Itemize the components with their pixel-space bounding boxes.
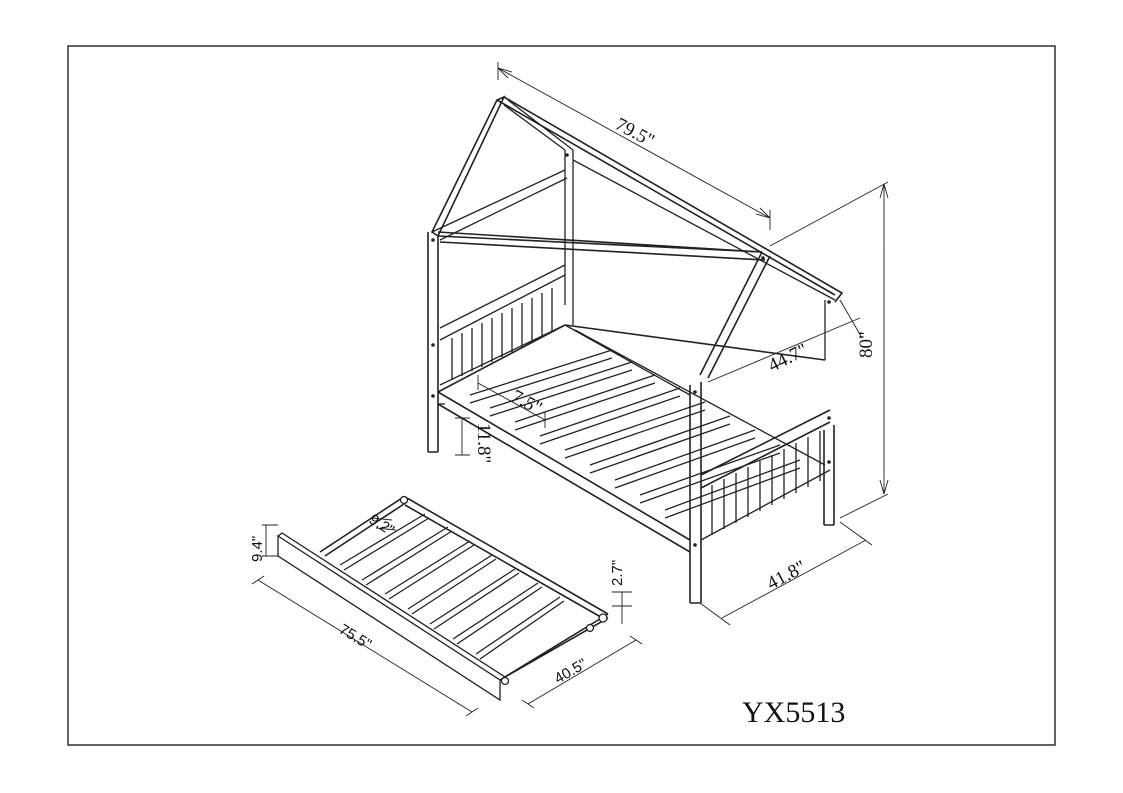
dim-length-label: 79.5"	[612, 114, 658, 152]
dim-leg-height-label: 11.8"	[473, 423, 494, 463]
footboard-slats	[711, 431, 821, 535]
dim-trundle-height-label: 9.4"	[249, 536, 266, 562]
dim-inner-width-label: 44.7"	[765, 340, 811, 377]
headboard-slats	[451, 288, 553, 380]
caster	[585, 623, 595, 633]
model-code: YX5513	[742, 696, 845, 729]
dim-height-label: 80"	[856, 331, 877, 358]
dim-trundle-slat-gap-label: 9.2"	[366, 511, 397, 539]
caster	[500, 676, 510, 686]
trundle-slats	[339, 513, 565, 660]
drawing-border	[67, 45, 1056, 746]
dim-trundle-clearance-label: 2.7"	[609, 560, 626, 586]
dim-outer-width-label: 41.8"	[763, 557, 809, 595]
bolt-dots	[431, 153, 831, 547]
bed-slats	[469, 349, 801, 519]
dim-trundle-width-label: 40.5"	[552, 655, 590, 687]
dimension-lines	[251, 62, 889, 717]
caster	[598, 613, 608, 623]
house-bed	[427, 95, 844, 604]
caster	[399, 495, 409, 505]
trundle	[277, 495, 609, 702]
